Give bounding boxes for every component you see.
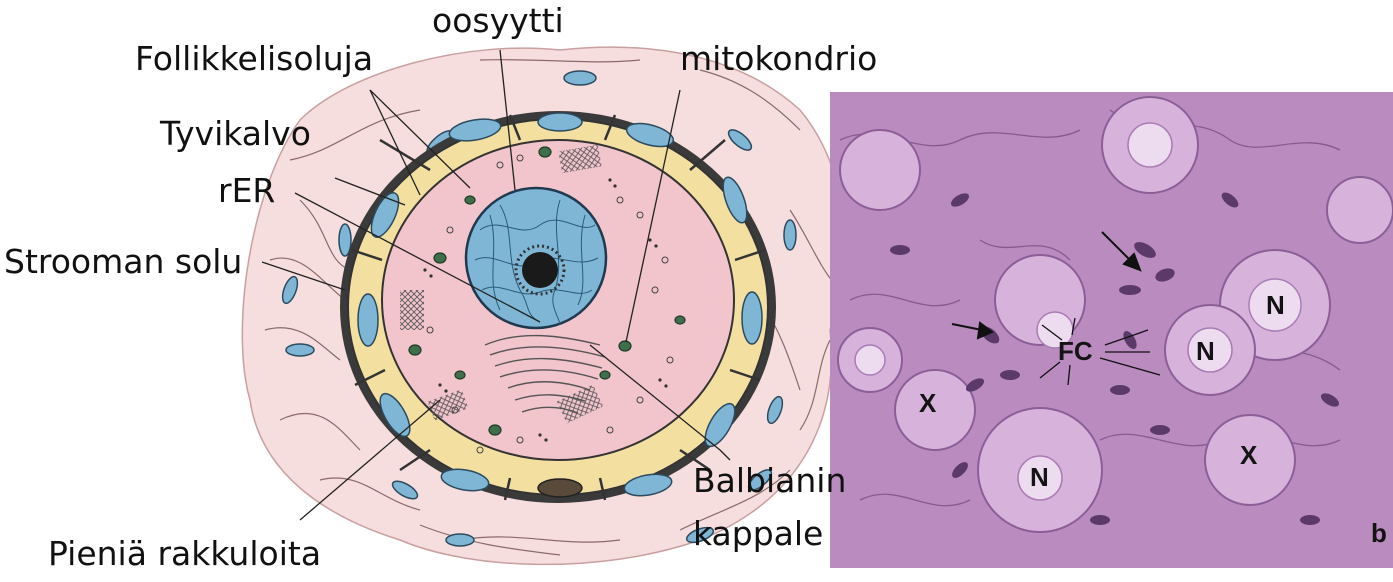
label-balbianin: Balbianin: [693, 462, 846, 500]
micro-label-x-1: X: [919, 388, 936, 419]
micro-label-n-2: N: [1196, 336, 1215, 367]
label-mitokondrio: mitokondrio: [680, 40, 877, 78]
micro-label-n-1: N: [1266, 290, 1285, 321]
label-oosyytti: oosyytti: [432, 2, 564, 40]
label-strooman-solu: Strooman solu: [4, 243, 242, 281]
label-tyvikalvo: Tyvikalvo: [160, 115, 311, 153]
micro-label-x-2: X: [1240, 440, 1257, 471]
granular-follicle-nucleus: [538, 479, 582, 497]
micrograph: [830, 92, 1393, 568]
micro-label-b: b: [1371, 518, 1387, 549]
label-rer: rER: [218, 172, 275, 210]
micro-label-fc: FC: [1058, 336, 1093, 367]
nucleolus: [522, 252, 558, 288]
micro-label-n-3: N: [1030, 462, 1049, 493]
label-follikkelisoluja: Follikkelisoluja: [135, 40, 373, 78]
label-pienia-rakkuloita: Pieniä rakkuloita: [48, 535, 321, 573]
label-kappale: kappale: [693, 515, 823, 553]
